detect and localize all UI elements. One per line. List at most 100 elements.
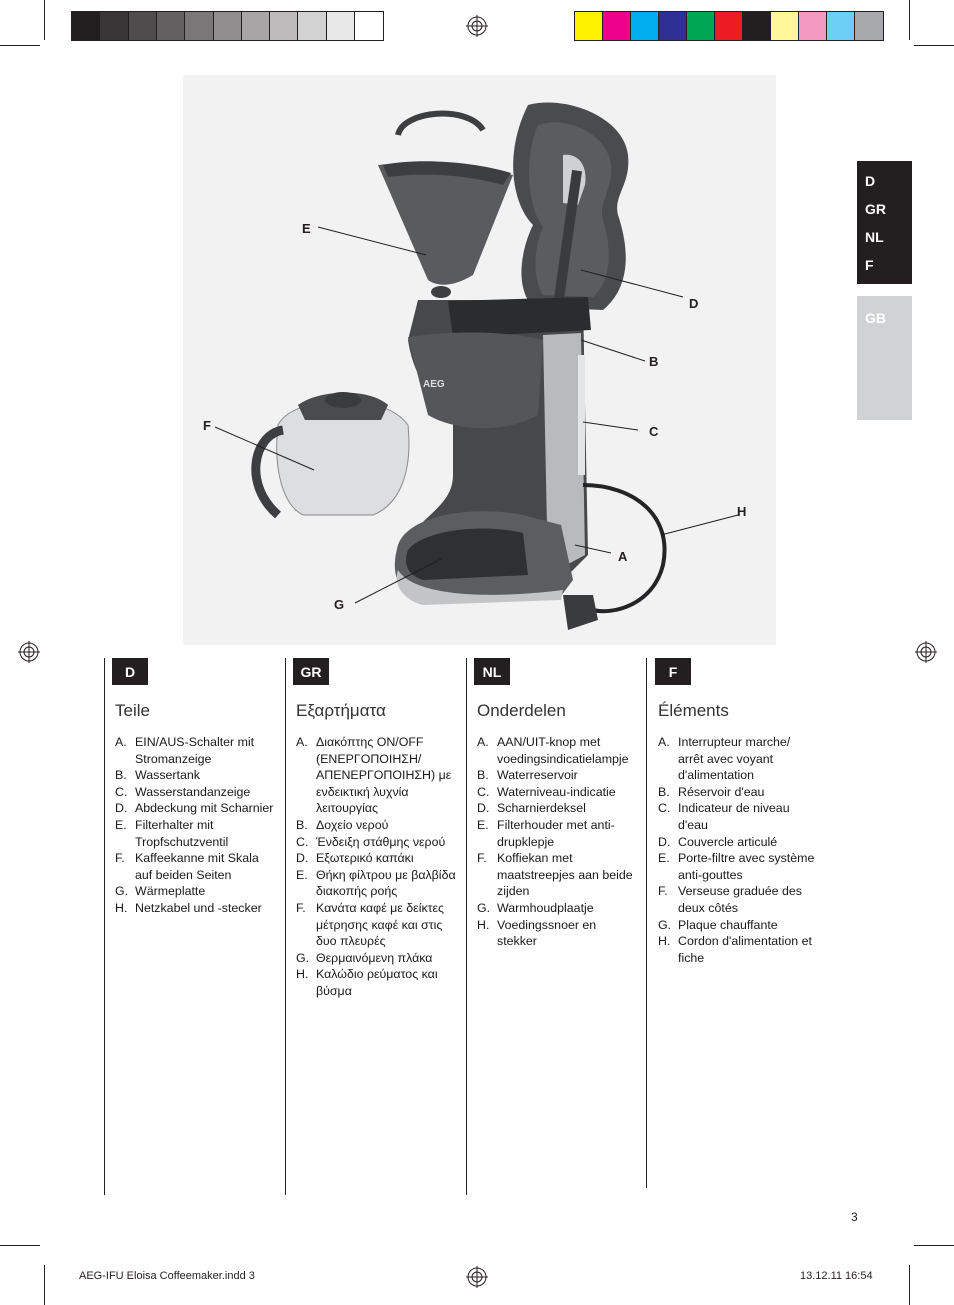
item-key: F.	[477, 851, 487, 866]
gray-swatch	[184, 11, 215, 41]
item-text: Wärmeplatte	[135, 884, 206, 899]
registration-mark-icon	[466, 1266, 488, 1288]
item-key: C.	[115, 784, 128, 799]
lang-tab-f: F	[865, 257, 874, 273]
gray-swatch	[240, 11, 271, 41]
crop-mark	[909, 0, 910, 40]
crop-mark	[914, 45, 954, 46]
section-title: Εξαρτήματα	[296, 701, 386, 720]
column-divider	[285, 658, 286, 1195]
list-item: D.Abdeckung mit Scharnier	[115, 800, 275, 817]
list-item: F.Verseuse graduée des deux côtés	[658, 883, 818, 916]
color-swatch	[686, 11, 716, 41]
crop-mark	[0, 1245, 40, 1246]
item-key: H.	[296, 967, 309, 982]
item-key: F.	[115, 851, 125, 866]
item-text: Δοχείο νερού	[316, 817, 389, 832]
item-key: B.	[658, 784, 670, 799]
item-text: Waterreservoir	[497, 768, 578, 783]
parts-list: A.Διακόπτης ON/OFF (ΕΝΕΡΓΟΠΟΙΗΣΗ/ ΑΠΕΝΕΡ…	[296, 734, 458, 1000]
color-swatch	[574, 11, 604, 41]
language-badge: NL	[474, 658, 510, 685]
item-text: Porte-filtre avec système anti-gouttes	[678, 851, 815, 882]
item-text: EIN/AUS-Schalter mit Stromanzeige	[135, 735, 255, 766]
list-item: A.Διακόπτης ON/OFF (ΕΝΕΡΓΟΠΟΙΗΣΗ/ ΑΠΕΝΕΡ…	[296, 734, 458, 817]
slug-filename: AEG-IFU Eloisa Coffeemaker.indd 3	[79, 1270, 255, 1282]
language-badge: F	[655, 658, 691, 685]
item-key: G.	[296, 950, 310, 965]
callout-a: A	[618, 549, 628, 564]
section-title: Éléments	[658, 701, 729, 720]
callout-e: E	[302, 221, 311, 236]
item-text: Plaque chauffante	[678, 917, 778, 932]
item-key: F.	[658, 884, 668, 899]
column-divider	[466, 658, 467, 1195]
list-item: H.Voedingssnoer en stekker	[477, 917, 637, 950]
callout-d: D	[689, 296, 699, 311]
callout-b: B	[649, 354, 659, 369]
color-swatch	[854, 11, 884, 41]
item-key: D.	[115, 801, 128, 816]
coffeemaker-drawing: AEG	[214, 102, 739, 630]
list-item: D. Couvercle articulé	[658, 834, 818, 851]
list-item: G. Plaque chauffante	[658, 917, 818, 934]
parts-list: A.Interrupteur marche/ arrêt avec voyant…	[658, 734, 818, 966]
item-text: AAN/UIT-knop met voedingsindicatielampje	[497, 735, 629, 766]
list-item: E.Porte-filtre avec système anti-gouttes	[658, 850, 818, 883]
language-badge: GR	[293, 658, 329, 685]
gray-swatch	[325, 11, 356, 41]
item-text: Wassertank	[135, 768, 200, 783]
list-item: C. Wasserstandanzeige	[115, 784, 275, 801]
item-text: Καλώδιο ρεύματος και βύσμα	[316, 967, 438, 998]
color-swatch	[798, 11, 828, 41]
gray-swatch	[269, 11, 300, 41]
callout-h: H	[737, 504, 747, 519]
lang-tab-gb: GB	[865, 310, 886, 326]
item-text: Ένδειξη στάθμης νερού	[316, 834, 446, 849]
parts-list: A. AAN/UIT-knop met voedingsindicatielamp…	[477, 734, 637, 950]
list-item: E.Filterhalter mit Tropfschutzventil	[115, 817, 275, 850]
item-text: Θερμαινόμενη πλάκα	[316, 950, 433, 965]
item-text: Διακόπτης ON/OFF (ΕΝΕΡΓΟΠΟΙΗΣΗ/ ΑΠΕΝΕΡΓΟ…	[316, 735, 452, 816]
list-item: B.Réservoir d'eau	[658, 784, 818, 801]
item-text: Voedingssnoer en stekker	[497, 917, 597, 949]
registration-mark-icon	[18, 641, 40, 663]
section-title: Onderdelen	[477, 701, 566, 720]
slug-date: 13.12.11 16:54	[800, 1270, 873, 1282]
item-text: Netzkabel und -stecker	[135, 900, 262, 915]
list-item: E.Filterhouder met anti-drupklepje	[477, 817, 637, 850]
column-divider	[646, 658, 647, 1188]
list-item: G.Warmhoudplaatje	[477, 900, 637, 917]
item-key: A.	[477, 735, 489, 749]
list-item: B.Δοχείο νερού	[296, 817, 458, 834]
item-key: D.	[658, 834, 671, 849]
color-swatch	[714, 11, 744, 41]
list-item: C. Waterniveau-indicatie	[477, 784, 637, 801]
lang-tab-nl: NL	[865, 229, 884, 245]
gray-swatch	[71, 11, 101, 41]
item-text: Couvercle articulé	[678, 834, 778, 849]
crop-mark	[909, 1265, 910, 1305]
item-text: Θήκη φίλτρου με βαλβίδα διακοπής ροής	[316, 867, 456, 899]
item-key: D.	[477, 801, 490, 816]
item-text: Wasserstandanzeige	[135, 784, 251, 799]
list-item: H.Netzkabel und -stecker	[115, 900, 275, 917]
callout-f: F	[203, 418, 211, 433]
registration-mark-icon	[466, 15, 488, 37]
item-text: Filterhalter mit Tropfschutzventil	[135, 817, 229, 849]
item-key: B.	[477, 768, 489, 783]
list-item: B. Waterreservoir	[477, 767, 637, 784]
color-swatch	[742, 11, 772, 41]
item-key: G.	[658, 917, 672, 932]
item-text: Waterniveau-indicatie	[497, 784, 616, 799]
item-text: Kaffeekanne mit Skala auf beiden Seiten	[135, 851, 259, 882]
crop-mark	[0, 45, 40, 46]
list-item: H.Cordon d'alimentation et fiche	[658, 933, 818, 966]
gray-swatch	[155, 11, 186, 41]
item-text: Indicateur de niveau d'eau	[678, 801, 790, 832]
gray-swatch	[212, 11, 243, 41]
item-key: C.	[658, 801, 671, 816]
item-key: F.	[296, 900, 306, 915]
item-key: C.	[477, 784, 490, 799]
item-key: B.	[115, 768, 127, 783]
